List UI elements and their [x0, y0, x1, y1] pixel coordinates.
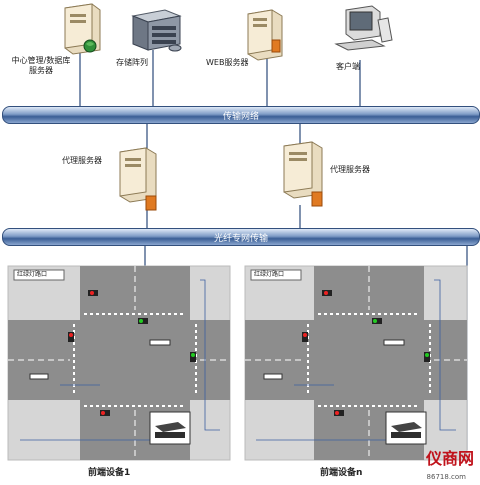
traffic-lights-right: [263, 290, 430, 416]
watermark-brand: 仪商网: [425, 449, 474, 468]
front-device-1-caption: 前端设备1: [88, 468, 131, 478]
web-server-icon: [247, 9, 283, 61]
client-label: 客户端: [336, 62, 360, 71]
front-device-n-caption: 前端设备n: [320, 468, 363, 478]
intersection-right-title: 红绿灯路口: [254, 271, 285, 278]
proxy-left-label: 代理服务器: [62, 156, 102, 165]
proxy-server-right-icon: [283, 141, 323, 207]
fiber-network-bus: 光纤专网传输: [2, 228, 480, 246]
intersection-left: [7, 265, 231, 461]
proxy-right-label: 代理服务器: [330, 165, 370, 174]
intersection-left-title: 红绿灯路口: [17, 271, 48, 278]
fiber-network-label: 光纤专网传输: [213, 234, 268, 244]
watermark-url: 86718.com: [426, 473, 466, 481]
proxy-server-left-icon: [119, 147, 157, 211]
central-server-label: 中心管理/数据库 服务器: [11, 56, 71, 75]
storage-array-label: 存储阵列: [116, 58, 148, 67]
web-server-label: WEB服务器: [206, 58, 249, 67]
client-computer-icon: [334, 5, 393, 51]
transmission-network-label: 传输网络: [222, 112, 259, 122]
traffic-lights-left: [29, 290, 196, 416]
storage-array-icon: [131, 9, 182, 52]
transmission-network-bus: 传输网络: [2, 106, 480, 124]
central-server-icon: [64, 3, 101, 55]
intersection-right: [244, 265, 468, 461]
